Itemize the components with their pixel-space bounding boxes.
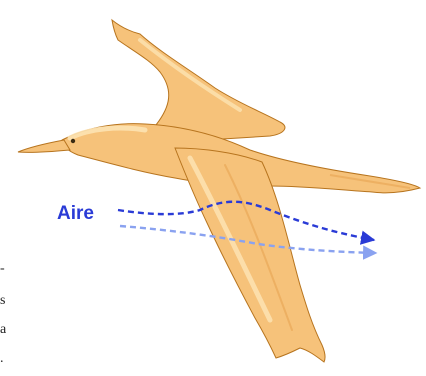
bird-illustration bbox=[18, 20, 420, 362]
eye bbox=[71, 139, 75, 143]
beak bbox=[18, 140, 70, 152]
side-text-fragment-1: - bbox=[0, 262, 5, 276]
side-text-fragment-4: . bbox=[0, 352, 4, 366]
side-text-fragment-3: a bbox=[0, 323, 6, 337]
side-text-fragment-2: s bbox=[0, 294, 5, 308]
air-label: Aire bbox=[57, 203, 94, 225]
